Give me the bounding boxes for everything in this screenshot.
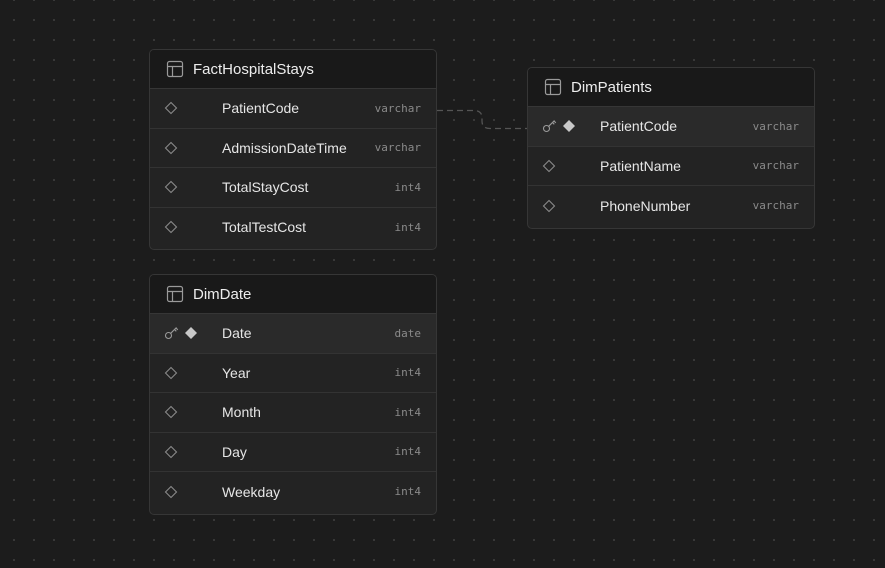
column-type: int4 (394, 180, 422, 194)
column-name: TotalStayCost (222, 179, 309, 196)
column-icons (150, 180, 222, 194)
diamond-outline-icon (164, 141, 178, 155)
column-type: varchar (374, 101, 421, 115)
column-type: varchar (752, 159, 799, 173)
column-type: date (394, 326, 422, 340)
column-row[interactable]: AdmissionDateTime varchar (150, 129, 436, 168)
table-icon (543, 77, 563, 97)
diamond-outline-icon (164, 485, 178, 499)
column-name: PatientCode (222, 100, 300, 117)
key-icon (542, 119, 558, 133)
diamond-outline-icon (542, 159, 556, 173)
table-header[interactable]: DimDate (150, 275, 436, 314)
table-icon (165, 59, 185, 79)
column-name: TotalTestCost (222, 219, 307, 236)
column-icons (528, 199, 600, 213)
column-name: PatientCode (600, 118, 678, 135)
diamond-outline-icon (164, 445, 178, 459)
column-type: int4 (394, 485, 422, 499)
column-icons (150, 405, 222, 419)
diamond-filled-icon (562, 119, 576, 133)
column-icons (150, 101, 222, 115)
column-row[interactable]: Day int4 (150, 433, 436, 472)
column-icons (528, 159, 600, 173)
diamond-filled-icon (184, 326, 198, 340)
column-name: PatientName (600, 157, 681, 174)
column-name: Day (222, 443, 247, 460)
column-row[interactable]: Year int4 (150, 354, 436, 393)
column-icons (150, 220, 222, 234)
column-name: PhoneNumber (600, 197, 691, 214)
column-icons (150, 366, 222, 380)
column-icons (150, 445, 222, 459)
column-row[interactable]: Month int4 (150, 393, 436, 433)
table-title: FactHospitalStays (193, 60, 314, 78)
diamond-outline-icon (164, 405, 178, 419)
column-name: Month (222, 404, 261, 421)
column-type: varchar (752, 119, 799, 133)
column-type: varchar (374, 141, 421, 155)
column-type: int4 (394, 220, 422, 234)
table-header[interactable]: FactHospitalStays (150, 50, 436, 89)
column-row[interactable]: PhoneNumber varchar (528, 186, 814, 226)
table-icon (165, 284, 185, 304)
column-type: varchar (752, 199, 799, 213)
column-type: int4 (394, 366, 422, 380)
column-icons (150, 485, 222, 499)
column-row[interactable]: PatientName varchar (528, 147, 814, 186)
column-name: AdmissionDateTime (222, 139, 347, 156)
table-header[interactable]: DimPatients (528, 68, 814, 107)
diamond-outline-icon (542, 199, 556, 213)
column-row[interactable]: PatientCode varchar (150, 89, 436, 129)
table-title: DimDate (193, 285, 252, 303)
column-name: Date (222, 325, 252, 342)
diamond-outline-icon (164, 180, 178, 194)
column-row[interactable]: TotalTestCost int4 (150, 208, 436, 248)
column-name: Weekday (222, 483, 281, 500)
column-icons (150, 141, 222, 155)
column-row[interactable]: PatientCode varchar (528, 107, 814, 147)
column-icons (150, 326, 222, 340)
column-row[interactable]: TotalStayCost int4 (150, 168, 436, 208)
column-row[interactable]: Weekday int4 (150, 472, 436, 512)
column-row[interactable]: Date date (150, 314, 436, 354)
column-type: int4 (394, 405, 422, 419)
diamond-outline-icon (164, 101, 178, 115)
relationship-line-patientcode[interactable] (437, 109, 528, 130)
column-type: int4 (394, 445, 422, 459)
table-title: DimPatients (571, 78, 652, 96)
key-icon (164, 326, 180, 340)
diamond-outline-icon (164, 366, 178, 380)
column-name: Year (222, 364, 251, 381)
column-icons (528, 119, 600, 133)
diamond-outline-icon (164, 220, 178, 234)
